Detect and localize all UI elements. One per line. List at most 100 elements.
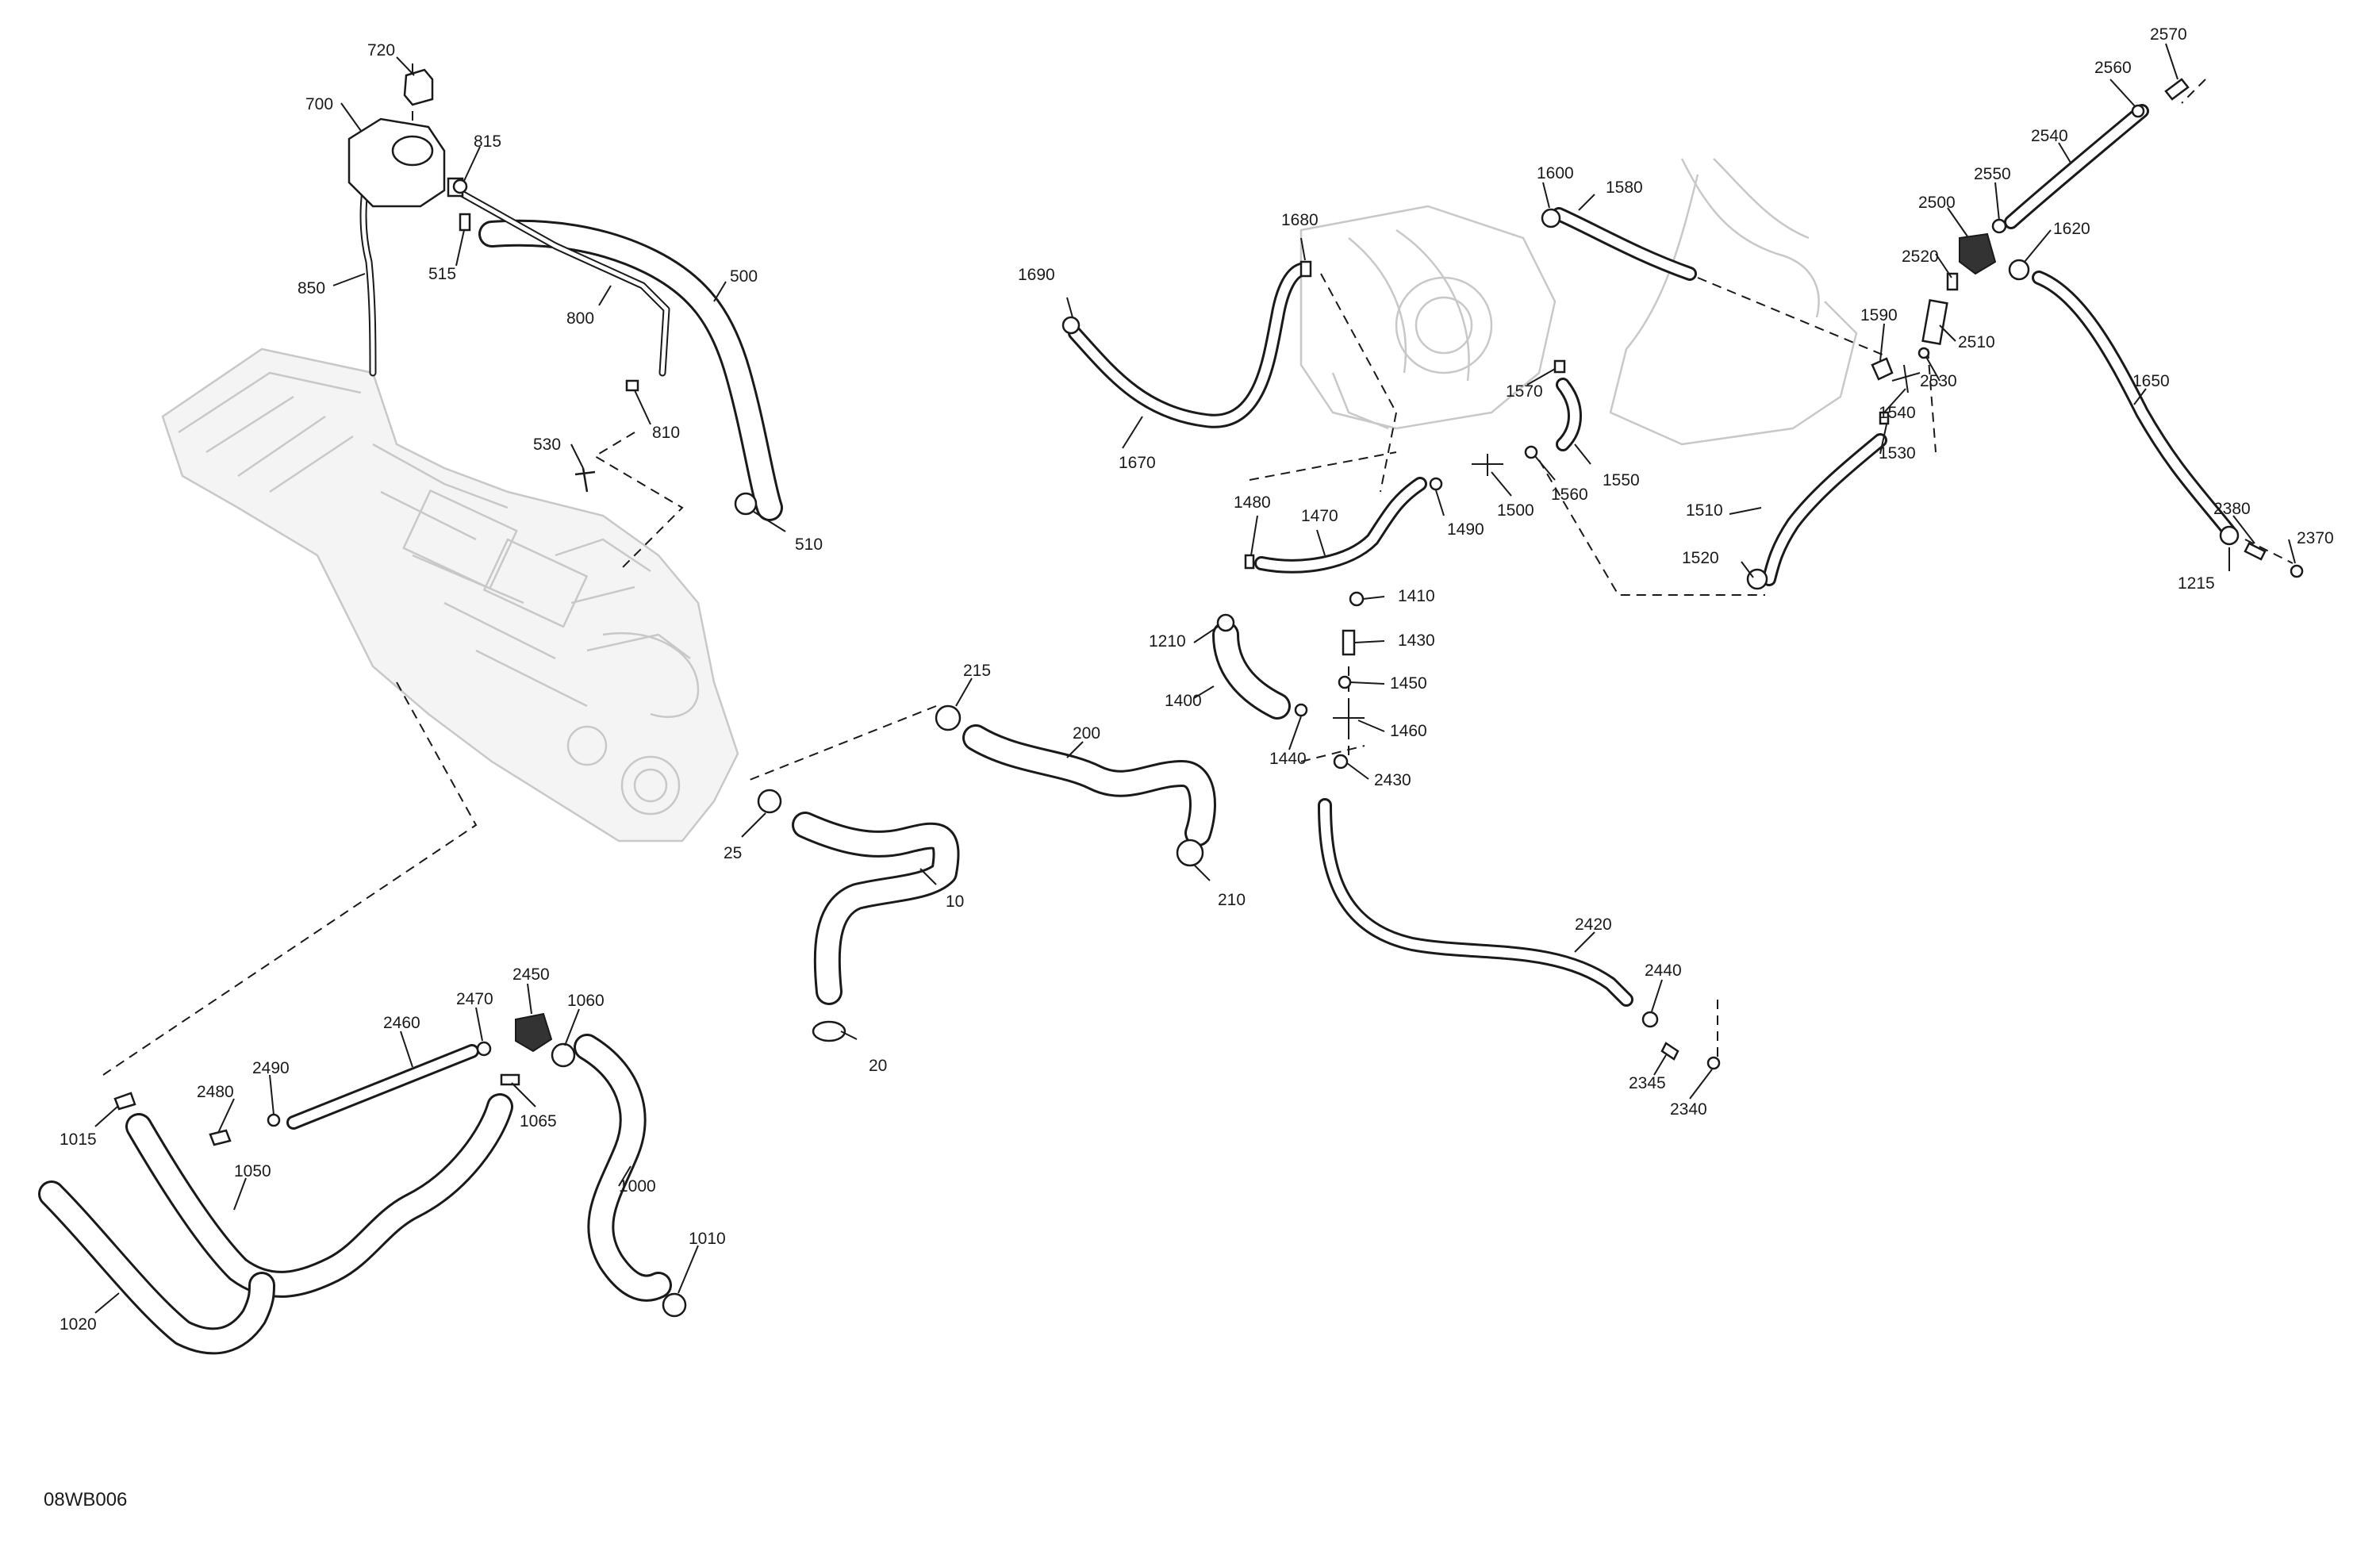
callout-1500: 1500 bbox=[1497, 501, 1534, 520]
callout-2370: 2370 bbox=[2297, 529, 2334, 547]
callout-1215: 1215 bbox=[2178, 574, 2215, 593]
hose-1650 bbox=[2032, 271, 2236, 539]
fitting-2510 bbox=[1921, 299, 1948, 345]
fittings bbox=[113, 68, 2304, 1318]
callout-1400: 1400 bbox=[1165, 692, 1202, 710]
callout-25: 25 bbox=[724, 844, 742, 862]
callout-2420: 2420 bbox=[1575, 915, 1612, 934]
fitting-810 bbox=[625, 379, 639, 392]
clamp-1520 bbox=[1746, 568, 1768, 590]
fitting-1590 bbox=[1871, 357, 1894, 381]
callout-1620: 1620 bbox=[2053, 220, 2090, 238]
callout-1650: 1650 bbox=[2132, 372, 2170, 390]
fitting-2345 bbox=[1660, 1042, 1679, 1061]
callout-1050: 1050 bbox=[234, 1162, 271, 1180]
clamp-215 bbox=[935, 704, 962, 731]
callout-2340: 2340 bbox=[1670, 1100, 1707, 1119]
callout-700: 700 bbox=[305, 95, 333, 113]
callout-1065: 1065 bbox=[520, 1112, 557, 1130]
hose-2540 bbox=[2004, 104, 2149, 229]
fitting-2380 bbox=[2244, 542, 2267, 561]
callout-1600: 1600 bbox=[1537, 164, 1574, 182]
clamp-210 bbox=[1176, 839, 1204, 867]
fitting-1570 bbox=[1553, 359, 1566, 374]
fitting-2570 bbox=[2164, 78, 2190, 101]
callout-1550: 1550 bbox=[1603, 471, 1640, 489]
fitting-1430 bbox=[1342, 629, 1356, 656]
callout-1670: 1670 bbox=[1119, 454, 1156, 472]
callout-1000: 1000 bbox=[619, 1177, 656, 1196]
callout-200: 200 bbox=[1073, 724, 1100, 743]
callout-1520: 1520 bbox=[1682, 549, 1719, 567]
fitting-1680 bbox=[1299, 260, 1312, 278]
callout-1020: 1020 bbox=[60, 1315, 97, 1334]
callout-1480: 1480 bbox=[1234, 493, 1271, 512]
bolt-530 bbox=[574, 467, 596, 493]
clamp-1210 bbox=[1216, 613, 1235, 632]
leader-lines bbox=[94, 43, 2296, 1314]
callout-1680: 1680 bbox=[1281, 211, 1319, 229]
fitting-2470 bbox=[476, 1041, 492, 1057]
hose-1400 bbox=[1212, 621, 1291, 720]
callout-1460: 1460 bbox=[1390, 722, 1427, 740]
fitting-2530 bbox=[1917, 347, 1930, 359]
callout-500: 500 bbox=[730, 267, 758, 286]
callout-2440: 2440 bbox=[1645, 961, 1682, 980]
clamp-1215 bbox=[2219, 525, 2240, 546]
fitting-2520 bbox=[1946, 272, 1959, 291]
callout-10: 10 bbox=[946, 892, 964, 911]
callout-515: 515 bbox=[428, 265, 456, 283]
callout-2480: 2480 bbox=[197, 1083, 234, 1101]
callout-1490: 1490 bbox=[1447, 520, 1484, 539]
callout-1690: 1690 bbox=[1018, 266, 1055, 284]
reservoir-cap bbox=[403, 68, 434, 106]
callout-2470: 2470 bbox=[456, 990, 493, 1008]
callout-1470: 1470 bbox=[1301, 507, 1338, 525]
callout-800: 800 bbox=[566, 309, 594, 328]
callout-2380: 2380 bbox=[2213, 500, 2251, 518]
callout-1015: 1015 bbox=[60, 1130, 97, 1149]
fitting-1065 bbox=[500, 1073, 520, 1086]
fitting-2490 bbox=[267, 1113, 281, 1127]
callout-2560: 2560 bbox=[2094, 59, 2132, 77]
callout-2500: 2500 bbox=[1918, 194, 1956, 212]
hose-1020 bbox=[38, 1180, 275, 1355]
clamp-2440 bbox=[1641, 1011, 1659, 1028]
callout-1570: 1570 bbox=[1506, 382, 1543, 401]
fitting-1480 bbox=[1244, 554, 1255, 570]
hose-10 bbox=[792, 812, 960, 1005]
callout-850: 850 bbox=[298, 279, 325, 297]
fitting-1560 bbox=[1524, 445, 1538, 459]
fitting-2560 bbox=[2131, 104, 2145, 118]
callout-1510: 1510 bbox=[1686, 501, 1723, 520]
hose-2460 bbox=[286, 1044, 479, 1130]
hose-1550 bbox=[1556, 378, 1582, 451]
hose-1470 bbox=[1254, 477, 1427, 574]
hose-500 bbox=[478, 219, 783, 521]
callout-810: 810 bbox=[652, 424, 680, 442]
engine-ghost-illustration bbox=[161, 158, 1858, 843]
callout-815: 815 bbox=[474, 132, 501, 151]
tee-1540 bbox=[1891, 364, 1921, 393]
callout-1580: 1580 bbox=[1606, 178, 1643, 197]
callout-2490: 2490 bbox=[252, 1059, 290, 1077]
fitting-2370 bbox=[2290, 564, 2304, 578]
drawing-code: 08WB006 bbox=[44, 1489, 127, 1510]
callout-1010: 1010 bbox=[689, 1230, 726, 1248]
hose-1670 bbox=[1068, 263, 1308, 428]
callout-2530: 2530 bbox=[1920, 372, 1957, 390]
hose-1050 bbox=[125, 1093, 513, 1298]
callout-2460: 2460 bbox=[383, 1014, 420, 1032]
callout-2550: 2550 bbox=[1974, 165, 2011, 183]
callout-1210: 1210 bbox=[1149, 632, 1186, 651]
callout-1060: 1060 bbox=[567, 992, 605, 1010]
callout-1590: 1590 bbox=[1860, 306, 1898, 324]
callout-2570: 2570 bbox=[2150, 25, 2187, 44]
fitting-2340 bbox=[1706, 1056, 1721, 1070]
fitting-1015 bbox=[113, 1092, 136, 1111]
clamp-510 bbox=[734, 492, 758, 516]
hose-2420 bbox=[1318, 798, 1633, 1007]
callout-2450: 2450 bbox=[512, 965, 550, 984]
hose-800 bbox=[452, 186, 670, 377]
